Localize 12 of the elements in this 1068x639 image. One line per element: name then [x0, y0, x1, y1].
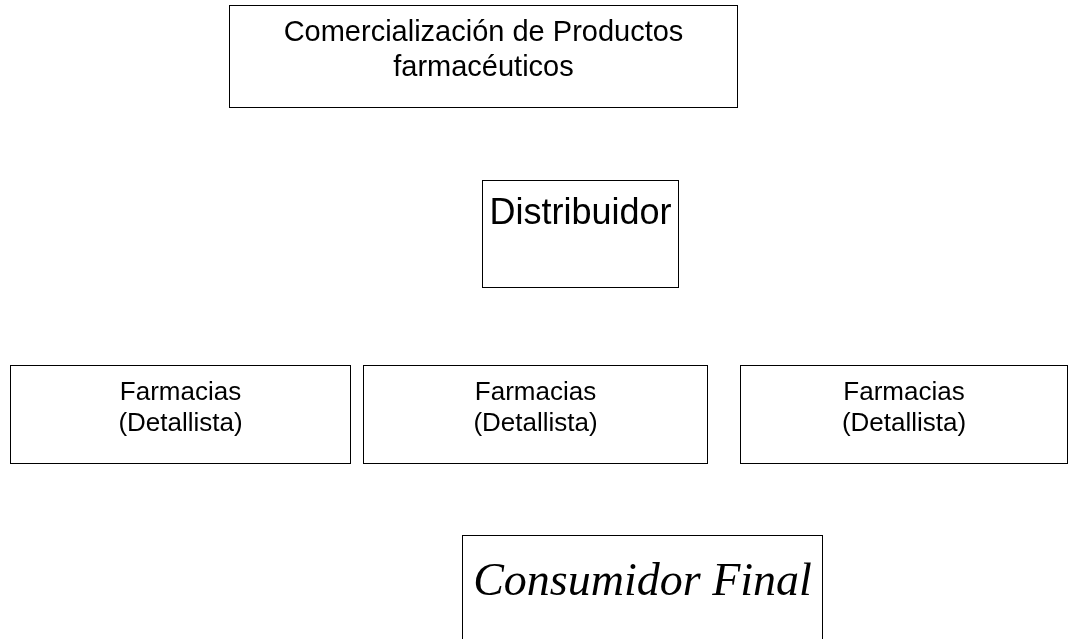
box-label: Farmacias (Detallista)	[117, 376, 244, 439]
process-box	[482, 180, 679, 288]
process-box	[363, 365, 708, 464]
box-label: Consumidor Final	[472, 553, 813, 607]
process-box	[462, 535, 823, 639]
box-label: Farmacias (Detallista)	[472, 376, 599, 439]
box-label: Comercialización de Productos farmacéuticos	[282, 14, 685, 84]
process-box	[10, 365, 351, 464]
box-label: Distribuidor	[488, 191, 673, 233]
process-box	[229, 5, 738, 108]
process-box	[740, 365, 1068, 464]
box-label: Farmacias (Detallista)	[840, 376, 968, 439]
